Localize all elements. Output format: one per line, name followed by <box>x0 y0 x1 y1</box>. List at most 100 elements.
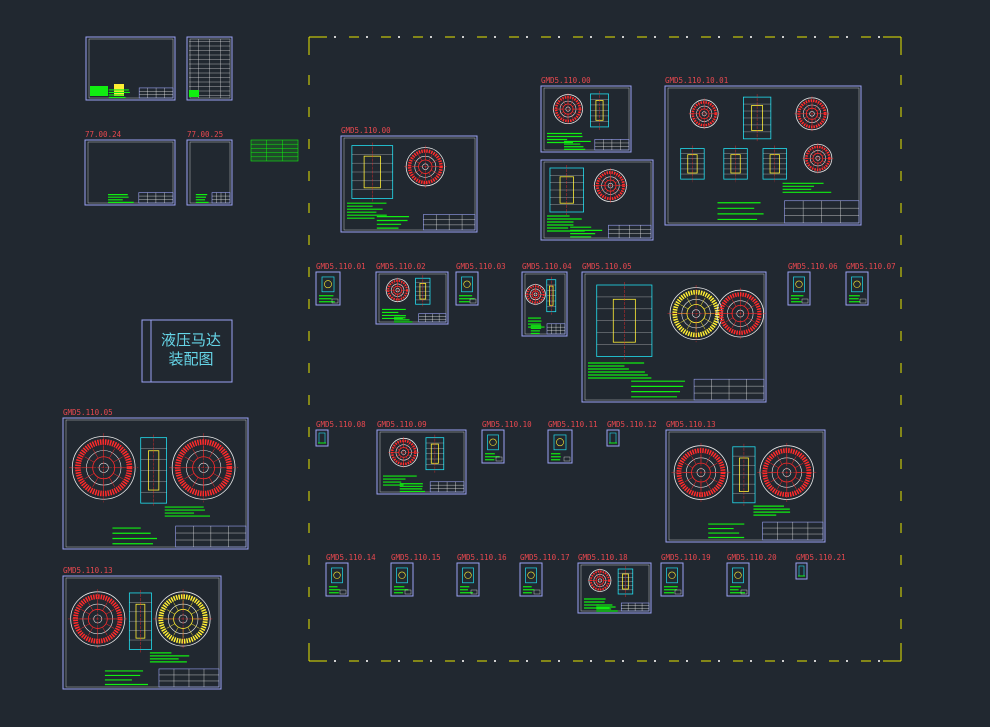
boundary-tick <box>654 660 656 662</box>
sheet-s11005-ring2-spoke <box>731 320 737 328</box>
boundary-tick <box>718 660 720 662</box>
sheet-s11013-ring-right-spoke <box>770 462 779 469</box>
sheet-s11019-part <box>666 567 678 584</box>
sheet-s11001a[interactable]: GMD5.110.10.01 <box>664 76 862 226</box>
sheet-s11005-ring2-spoke <box>744 299 749 307</box>
sheet-s11002-ring-spoke <box>390 285 395 289</box>
sheet-s11006[interactable]: GMD5.110.06 <box>787 262 838 306</box>
sheet-s11001a-ring-b-spoke <box>816 107 822 112</box>
sheet-s11005-ring2-spoke <box>747 317 755 323</box>
sheet-s11015[interactable]: GMD5.110.15 <box>390 553 441 597</box>
boundary-tick <box>526 660 528 662</box>
sheet-s11002-ring-spoke <box>399 283 402 287</box>
sheet-s11009-frame <box>376 429 467 495</box>
sheet-s11001[interactable]: GMD5.110.01 <box>315 262 366 306</box>
sheet-top-b[interactable] <box>186 36 233 101</box>
sheet-s11002-ring-spoke <box>400 285 405 289</box>
sheet-p2425-label: 77.00.25 <box>187 130 223 139</box>
sheet-s11013-ring-right-spoke <box>770 477 779 483</box>
sheet-s11006-bore <box>795 280 803 288</box>
sheet-s11002-label: GMD5.110.02 <box>376 262 426 271</box>
sheet-s11018-ring-spoke <box>595 583 599 588</box>
sheet-s11019[interactable]: GMD5.110.19 <box>660 553 711 597</box>
sheet-s110blank-ring-spoke <box>600 179 606 184</box>
sheet-s11003-label: GMD5.110.03 <box>456 262 506 271</box>
sheet-s11013l-ring-right-spoke <box>191 609 200 615</box>
sheet-s11005-ring-spoke <box>703 304 712 310</box>
sheet-top-b-frame <box>186 36 233 101</box>
sheet-s11001-part <box>321 276 335 293</box>
sheet-p2425[interactable]: 77.00.25 <box>186 130 233 206</box>
boundary-tick <box>750 660 752 662</box>
sheet-s11000[interactable]: GMD5.110.00 <box>340 126 478 233</box>
sheet-list-block[interactable] <box>250 139 299 162</box>
sheet-s110blank[interactable] <box>540 159 654 241</box>
sheet-s11010[interactable]: GMD5.110.10 <box>481 420 532 464</box>
sheet-s11018-ring-spoke <box>593 582 597 585</box>
boundary-tick <box>622 660 624 662</box>
sheet-s11012[interactable]: GMD5.110.12 <box>606 420 657 447</box>
sheet-s11000b[interactable]: GMD5.110.00 <box>540 76 632 153</box>
sheet-s11014-label: GMD5.110.14 <box>326 553 376 562</box>
sheet-s11005l-ring-right-spoke <box>184 473 195 480</box>
boundary-tick <box>430 36 432 38</box>
sheet-s11011-frame <box>547 429 573 464</box>
sheet-s11001a-ring-a-spoke <box>706 117 710 123</box>
sheet-s11002[interactable]: GMD5.110.02 <box>375 262 449 325</box>
boundary-tick <box>718 36 720 38</box>
sheet-s11001a-ring-a-spoke <box>695 116 701 119</box>
sheet-s11013-ring-left-spoke <box>705 480 711 489</box>
sheet-s11000-inner-frame <box>343 137 476 231</box>
sheet-s11009[interactable]: GMD5.110.09 <box>376 420 467 495</box>
boundary-tick <box>782 660 784 662</box>
sheet-s11003[interactable]: GMD5.110.03 <box>455 262 506 306</box>
sheet-top-a[interactable] <box>85 36 176 101</box>
sheet-s11000-ring-spoke <box>431 159 438 164</box>
sheet-s11014[interactable]: GMD5.110.14 <box>325 553 376 597</box>
sheet-s11018-ring-spoke <box>603 576 607 579</box>
sheet-s11004-label: GMD5.110.04 <box>522 262 572 271</box>
sheet-s11021[interactable]: GMD5.110.21 <box>795 553 846 580</box>
sheet-p2424[interactable]: 77.00.24 <box>84 130 176 206</box>
sheet-s110blank-ring-spoke <box>600 188 606 192</box>
sheet-s11001a-ring-c-spoke <box>809 153 814 157</box>
sheet-s11001a-ring-b-spoke <box>806 103 810 110</box>
sheet-s11001a-ring-a-spoke <box>699 117 702 123</box>
sheet-s11005l-inner-frame <box>65 419 247 548</box>
sheet-s11018[interactable]: GMD5.110.18 <box>577 553 652 614</box>
sheet-s11005[interactable]: GMD5.110.05 <box>581 262 767 403</box>
sheet-s11019-titleblock <box>674 589 682 595</box>
sheet-s11013-ring-left-spoke <box>691 456 697 465</box>
sheet-s11014-frame <box>325 562 349 597</box>
sheet-s11013[interactable]: GMD5.110.13 <box>665 420 826 543</box>
sheet-s110blank-ring-spoke <box>604 190 608 196</box>
sheet-s11020[interactable]: GMD5.110.20 <box>726 553 777 597</box>
sheet-s11008-frame <box>315 429 329 447</box>
sheet-s11017[interactable]: GMD5.110.17 <box>519 553 570 597</box>
sheet-s11000b-ring-spoke <box>559 103 564 107</box>
sheet-s11004[interactable]: GMD5.110.04 <box>521 262 572 337</box>
sheet-s11008[interactable]: GMD5.110.08 <box>315 420 366 447</box>
title-line-2: 装配图 <box>168 350 213 368</box>
sheet-s110blank-frame <box>540 159 654 241</box>
boundary-tick <box>366 660 368 662</box>
title-block[interactable]: 液压马达 装配图 <box>141 319 233 383</box>
sheet-s11010-part <box>487 434 499 451</box>
sheet-s11000-ring-spoke <box>418 154 423 162</box>
sheet-s11013l[interactable]: GMD5.110.13 <box>62 566 222 690</box>
sheet-s11001a-ring-b-spoke <box>814 118 818 124</box>
sheet-p2424-frame <box>84 139 176 206</box>
sheet-s11013l-ring-left-spoke <box>81 609 90 615</box>
sheet-s11016-label: GMD5.110.16 <box>457 553 507 562</box>
sheet-s11015-titleblock <box>404 589 412 595</box>
sheet-s11007[interactable]: GMD5.110.07 <box>845 262 896 306</box>
sheet-s11005l[interactable]: GMD5.110.05 <box>62 408 249 550</box>
sheet-s11005l-ring-left-spoke <box>84 473 95 480</box>
sheet-s11005l-ring-left-spoke <box>108 448 115 459</box>
sheet-s11011[interactable]: GMD5.110.11 <box>547 420 598 464</box>
sheet-s11016[interactable]: GMD5.110.16 <box>456 553 507 597</box>
sheet-s11005l-ring-left-spoke <box>113 456 123 463</box>
sheet-s11005l-ring-right-spoke <box>208 448 215 459</box>
